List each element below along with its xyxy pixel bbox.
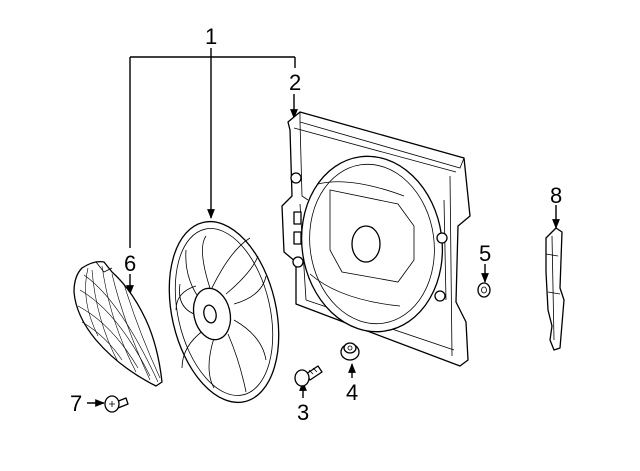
nut — [477, 282, 491, 298]
callout-2: 2 — [289, 70, 301, 95]
callout-5: 5 — [479, 241, 491, 266]
fan-shroud — [281, 111, 471, 367]
callout-3: 3 — [297, 400, 309, 425]
callout-4: 4 — [346, 380, 358, 405]
callout-8: 8 — [550, 183, 562, 208]
bracket — [545, 227, 565, 351]
callout-7: 7 — [70, 391, 82, 416]
fan-assembly — [168, 220, 280, 404]
grommet — [340, 342, 360, 361]
callout-1: 1 — [205, 24, 217, 49]
leader-lines — [87, 48, 560, 407]
screw — [104, 395, 129, 413]
fan-guard — [73, 260, 163, 387]
callout-6: 6 — [124, 251, 136, 276]
bolt — [294, 365, 323, 387]
